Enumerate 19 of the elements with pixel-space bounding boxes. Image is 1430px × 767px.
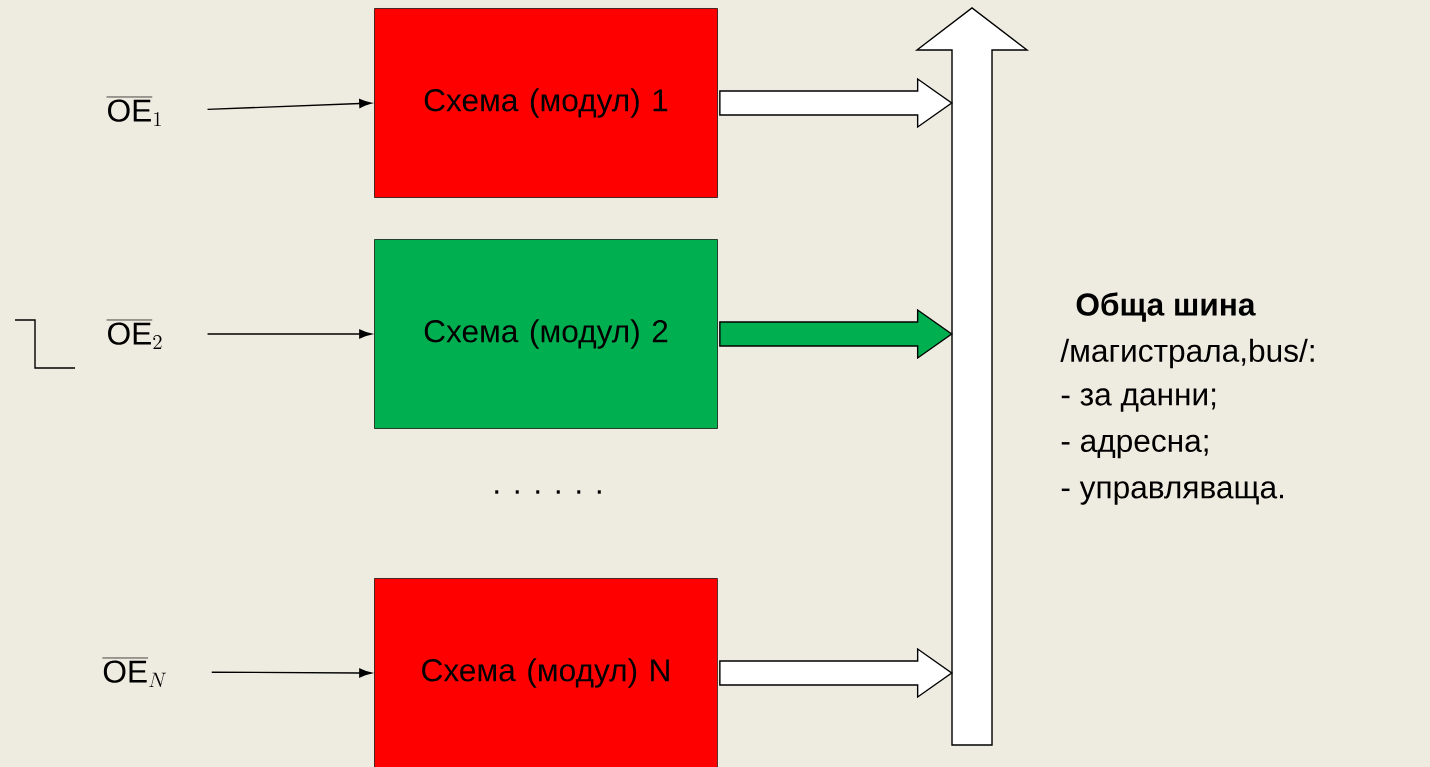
ellipsis: . . . . . . bbox=[495, 490, 601, 494]
signal-label: $\overline{\mathrm{OE}}_{1}$ bbox=[106, 96, 161, 127]
module-box: Схема (модул) 1 bbox=[374, 8, 718, 198]
bus-arrow bbox=[914, 7, 1030, 746]
arrow bbox=[211, 668, 372, 678]
bus-description: - управляваща. bbox=[1061, 481, 1284, 505]
bus-description: Обща шина bbox=[1076, 292, 1256, 322]
bus-description: - адресна; bbox=[1061, 434, 1208, 459]
block-arrow bbox=[719, 77, 953, 129]
bus-description: /магистрала,bus/: bbox=[1060, 338, 1314, 369]
module-box: Схема (модул) 2 bbox=[374, 239, 718, 429]
block-arrow bbox=[719, 308, 953, 360]
module-box: Схема (модул) N bbox=[374, 578, 718, 767]
arrow bbox=[206, 329, 372, 339]
block-arrow bbox=[719, 647, 953, 699]
arrow bbox=[206, 99, 372, 111]
signal-label: $\overline{\mathrm{OE}}_{N}$ bbox=[102, 657, 167, 688]
signal-label: $\overline{\mathrm{OE}}_{2}$ bbox=[106, 319, 162, 350]
bus-description: - за данни; bbox=[1061, 388, 1216, 412]
